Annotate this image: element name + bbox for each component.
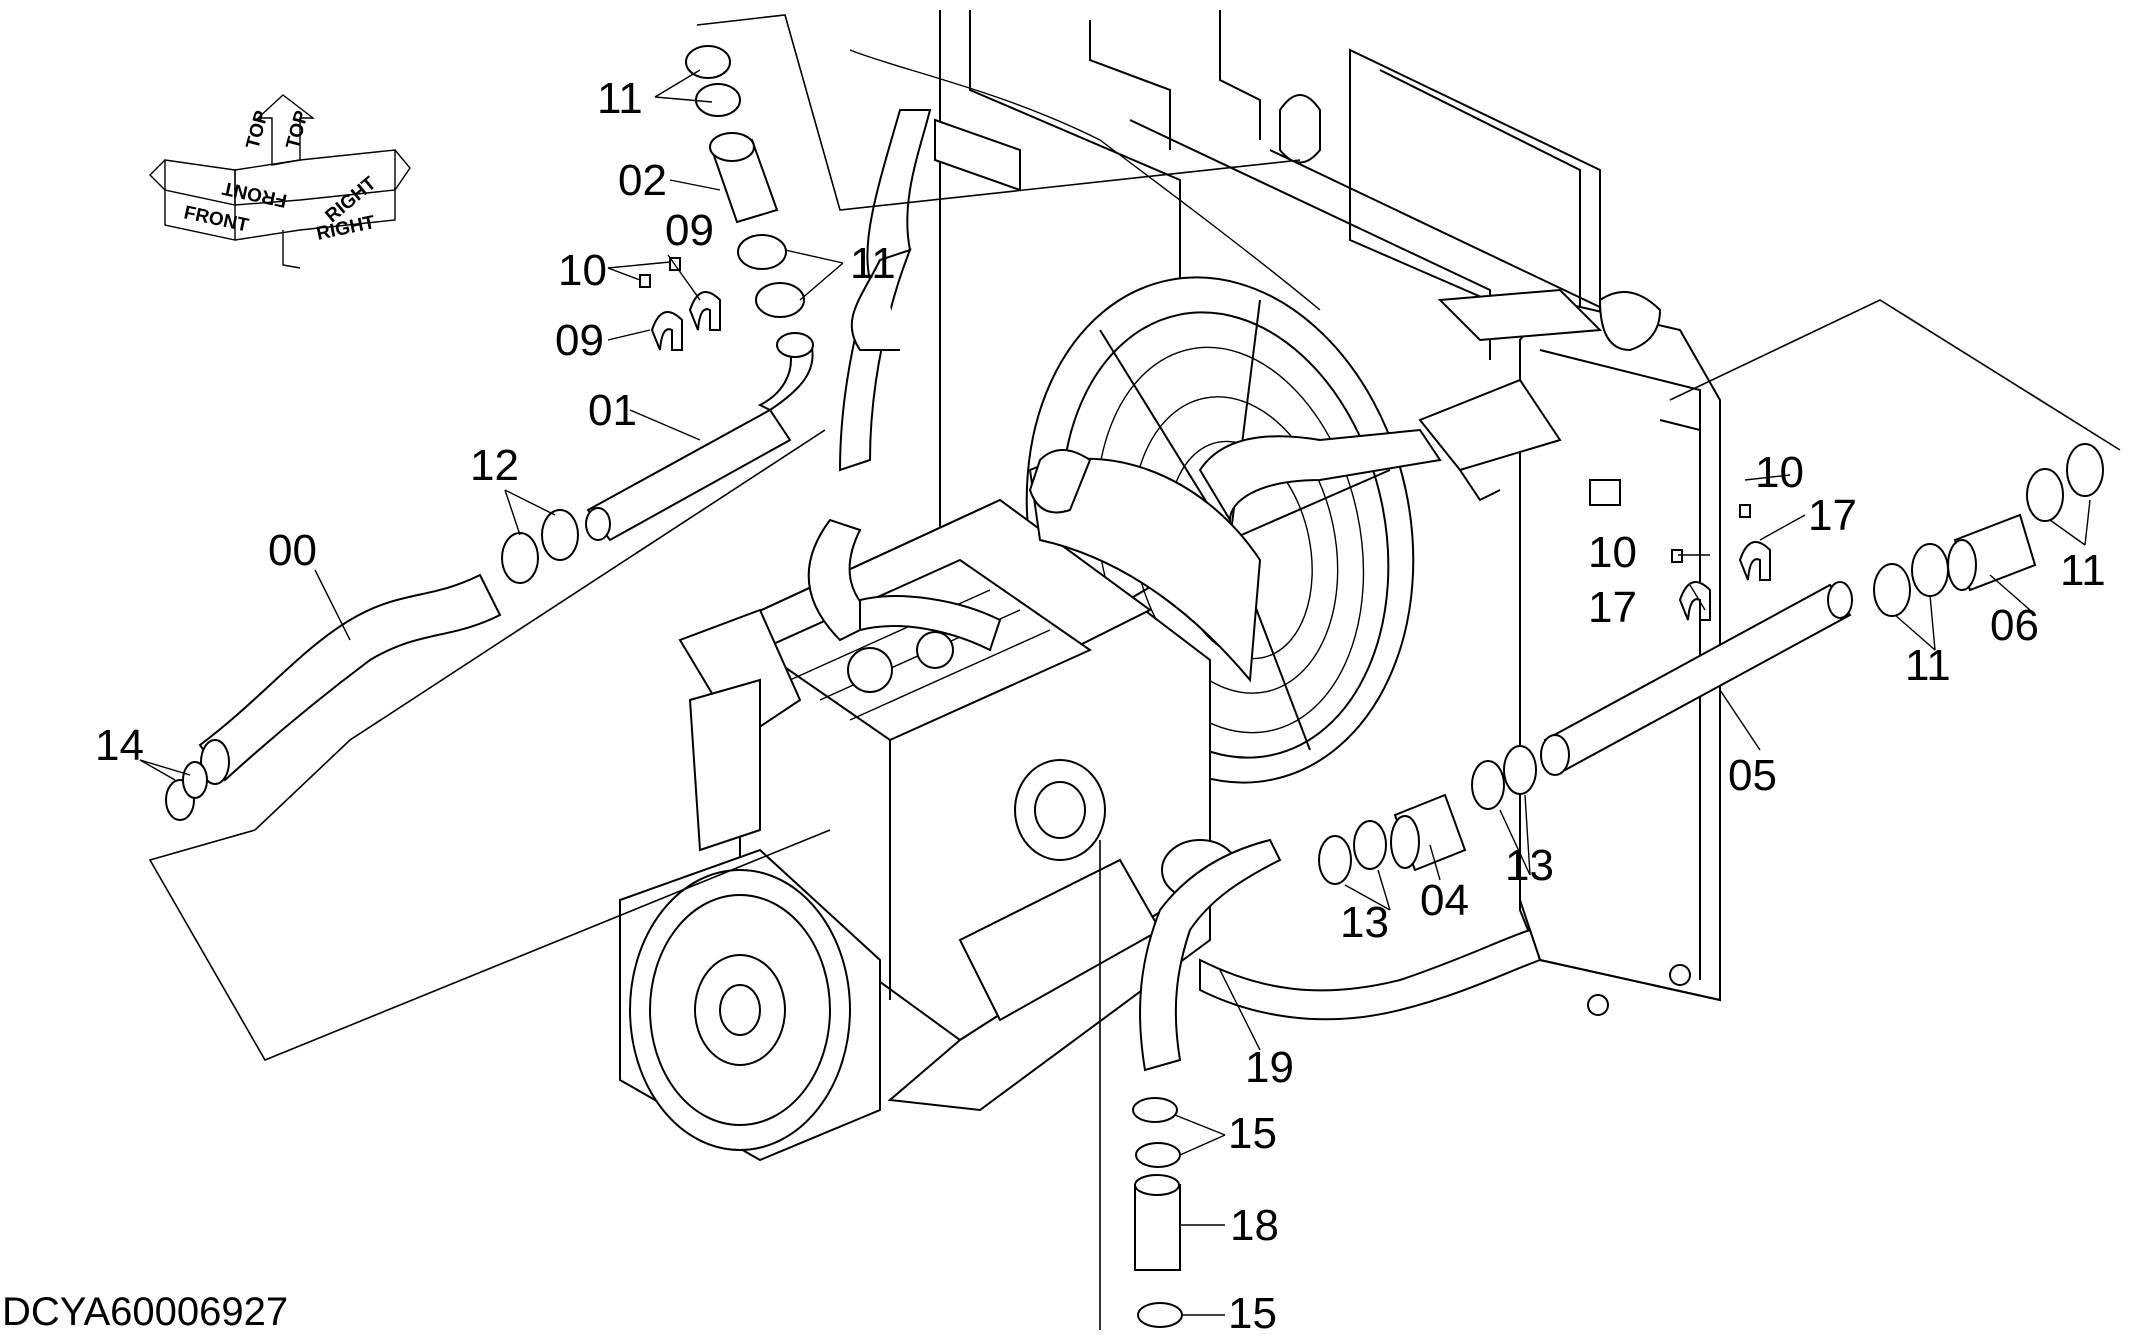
callout-15-lower: 15 (1228, 1289, 1277, 1335)
callout-09-upper: 09 (665, 206, 714, 255)
orientation-arrow-icon: TOP TOP FRONT FRONT RIGHT RIGHT (149, 94, 411, 269)
callout-06: 06 (1990, 601, 2039, 650)
lower-hoses (1139, 838, 1542, 1072)
callout-11-mid: 11 (850, 239, 896, 288)
callout-01: 01 (588, 386, 637, 435)
exploded-parts (165, 45, 2104, 1328)
callout-10-right-lower: 10 (1588, 528, 1637, 577)
callout-10-left: 10 (558, 246, 607, 295)
arrow-top-label: TOP (243, 108, 273, 151)
arrow-front-label-mirror: FRONT (220, 177, 289, 211)
callout-14: 14 (95, 721, 144, 770)
callout-00: 00 (268, 526, 317, 575)
callout-18: 18 (1230, 1201, 1279, 1250)
engine-block (619, 109, 1442, 1162)
drawing-code: DCYA60006927 (2, 1290, 288, 1334)
callout-09-lower: 09 (555, 316, 604, 365)
callout-04: 04 (1420, 876, 1469, 925)
callout-13-left: 13 (1340, 898, 1389, 947)
callout-02: 02 (618, 156, 667, 205)
callout-labels: 00 01 02 04 05 06 09 09 10 10 10 11 11 1… (95, 74, 2106, 1335)
callout-05: 05 (1728, 751, 1777, 800)
callout-11-right: 11 (1905, 641, 1951, 690)
callout-12: 12 (470, 441, 519, 490)
callout-10-right-upper: 10 (1755, 448, 1804, 497)
callout-11-top: 11 (597, 74, 643, 123)
callout-17-upper: 17 (1808, 491, 1857, 540)
leader-lines (139, 14, 2121, 1330)
arrow-top-label-2: TOP (283, 108, 313, 151)
callout-11-far-right: 11 (2060, 546, 2106, 595)
callout-17-lower: 17 (1588, 583, 1637, 632)
callout-15-upper: 15 (1228, 1109, 1277, 1158)
callout-19: 19 (1245, 1043, 1294, 1092)
callout-13-right: 13 (1505, 841, 1554, 890)
